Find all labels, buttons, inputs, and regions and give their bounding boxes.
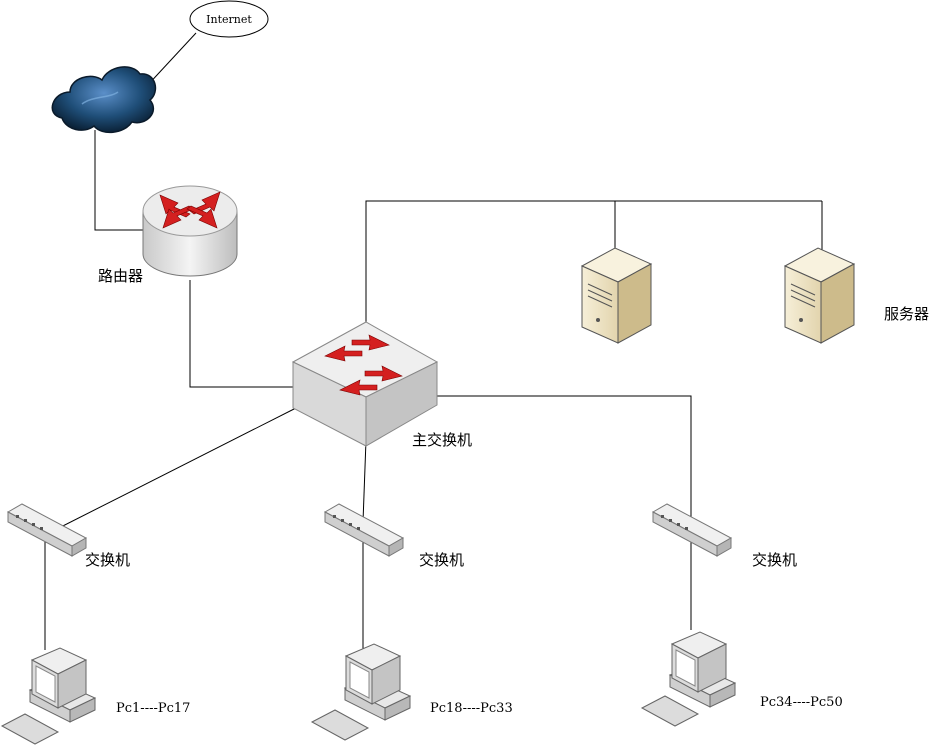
cloud-router-link: [94, 130, 150, 231]
access-switch-icon-1: [6, 503, 88, 557]
internet-node: Internet: [189, 0, 269, 38]
servers-label: 服务器: [884, 305, 929, 323]
pc-range-label-3: Pc34----Pc50: [760, 695, 843, 710]
internet-ellipse: [189, 0, 269, 38]
pc-icon-3: [640, 631, 737, 727]
core-to-switch1-link: [44, 407, 297, 536]
core-switch-icon: [291, 321, 439, 447]
cloud-icon: [51, 66, 157, 134]
core-switch-label: 主交换机: [412, 431, 472, 449]
core-to-switch3-link: [437, 395, 692, 630]
access-switch-icon-3: [651, 503, 733, 557]
access-switch-icon-2: [323, 503, 405, 557]
cloud-internet-link: [144, 32, 197, 89]
access-switch-label-3: 交换机: [752, 551, 797, 569]
router-label: 路由器: [98, 267, 143, 285]
server-icon-2: [783, 247, 856, 344]
access-switch-label-1: 交换机: [85, 551, 130, 569]
pc-range-label-1: Pc1----Pc17: [116, 701, 190, 716]
connection-lines: [44, 32, 823, 650]
router-icon: [142, 185, 238, 277]
internet-label: Internet: [206, 13, 252, 26]
server-icon-1: [580, 247, 653, 344]
access-switch-label-2: 交换机: [419, 551, 464, 569]
server-bus-line: [365, 200, 822, 375]
pc-range-label-2: Pc18----Pc33: [430, 701, 513, 716]
pc-icon-2: [310, 643, 412, 741]
pc-icon-1: [0, 647, 97, 745]
router-switch-link: [189, 280, 296, 388]
core-to-switch2-link: [362, 439, 367, 523]
